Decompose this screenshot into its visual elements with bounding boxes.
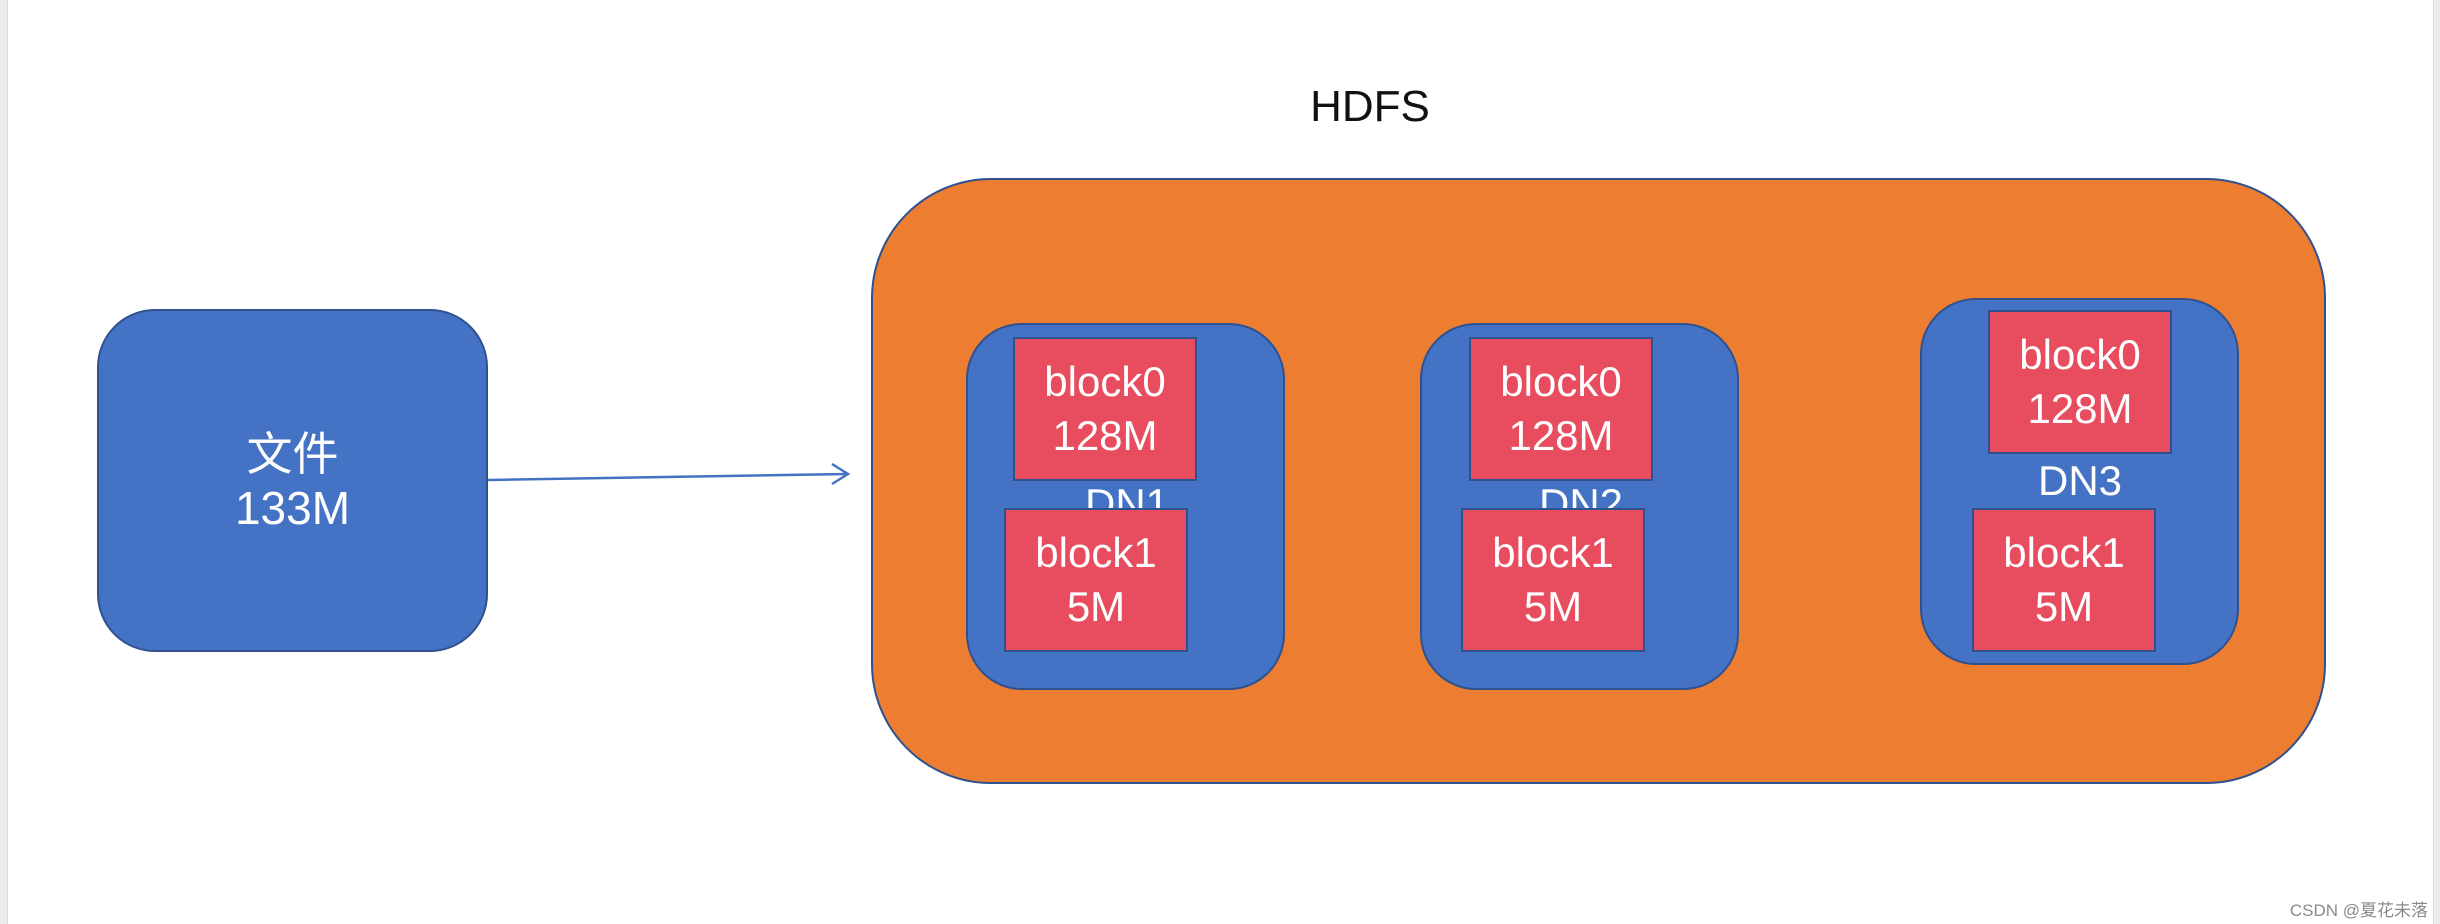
datanode-label: DN3	[2037, 457, 2123, 504]
file-size: 133M	[234, 481, 351, 534]
hdfs-cluster: DN1 block0 128M block1 5M DN2 block0 128…	[871, 178, 2326, 784]
datanode-dn3: DN3 block0 128M block1 5M	[1920, 298, 2239, 665]
block-name: block0	[1500, 358, 1622, 405]
block-name: block0	[2019, 331, 2141, 378]
block1-node: block1 5M	[1004, 508, 1188, 652]
block1-node: block1 5M	[1461, 508, 1645, 652]
block-size: 128M	[1508, 412, 1614, 459]
file-node: 文件 133M	[97, 309, 488, 652]
block-name: block1	[2003, 529, 2125, 576]
file-label: 文件	[246, 427, 339, 480]
file-to-hdfs-arrow	[487, 462, 851, 486]
datanode-dn1: DN1 block0 128M block1 5M	[966, 323, 1285, 690]
block-size: 5M	[1066, 583, 1126, 630]
left-page-edge	[0, 0, 8, 924]
block-name: block1	[1035, 529, 1157, 576]
block0-node: block0 128M	[1469, 337, 1653, 481]
block-name: block1	[1492, 529, 1614, 576]
block0-node: block0 128M	[1988, 310, 2172, 454]
block-size: 128M	[2027, 385, 2133, 432]
block-name: block0	[1044, 358, 1166, 405]
block1-node: block1 5M	[1972, 508, 2156, 652]
watermark: CSDN @夏花未落	[2289, 901, 2428, 920]
datanode-dn2: DN2 block0 128M block1 5M	[1420, 323, 1739, 690]
hdfs-title: HDFS	[1310, 82, 1430, 131]
block-size: 128M	[1052, 412, 1158, 459]
block0-node: block0 128M	[1013, 337, 1197, 481]
right-page-edge	[2433, 0, 2440, 924]
block-size: 5M	[1523, 583, 1583, 630]
block-size: 5M	[2034, 583, 2094, 630]
